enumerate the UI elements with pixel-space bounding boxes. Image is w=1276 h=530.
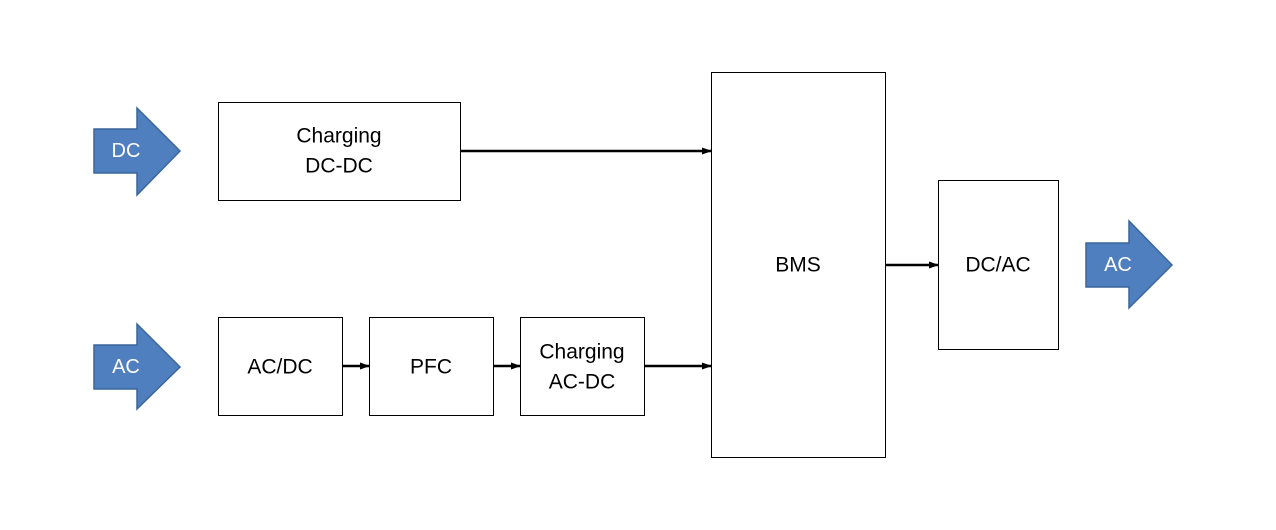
ac-input-arrow-shape — [93, 322, 182, 411]
bms-block: BMS — [711, 72, 886, 458]
ac-output-arrow: AC — [1085, 219, 1174, 310]
charging-ac-dc-label-line2: AC-DC — [549, 371, 616, 394]
charging-dc-dc-block: Charging DC-DC — [218, 102, 461, 201]
pfc-block: PFC — [369, 317, 494, 416]
ac-dc-block: AC/DC — [218, 317, 343, 416]
dc-ac-block: DC/AC — [938, 180, 1059, 350]
ac-input-arrow: AC — [93, 322, 182, 411]
charging-ac-dc-block: Charging AC-DC — [520, 317, 645, 416]
dc-input-arrow-shape — [93, 106, 182, 197]
dc-ac-label: DC/AC — [965, 254, 1030, 277]
charging-ac-dc-label-line1: Charging — [539, 341, 624, 364]
dc-input-label: DC — [112, 140, 141, 162]
charging-dc-dc-label-line1: Charging — [296, 125, 381, 148]
ac-output-arrow-shape — [1085, 219, 1174, 310]
charging-dc-dc-label-line2: DC-DC — [305, 155, 373, 178]
pfc-label: PFC — [410, 356, 452, 379]
bms-label: BMS — [775, 254, 821, 277]
ac-input-label: AC — [112, 356, 140, 378]
dc-input-arrow: DC — [93, 106, 182, 197]
ac-output-label: AC — [1104, 254, 1132, 276]
ac-dc-label: AC/DC — [247, 356, 312, 379]
